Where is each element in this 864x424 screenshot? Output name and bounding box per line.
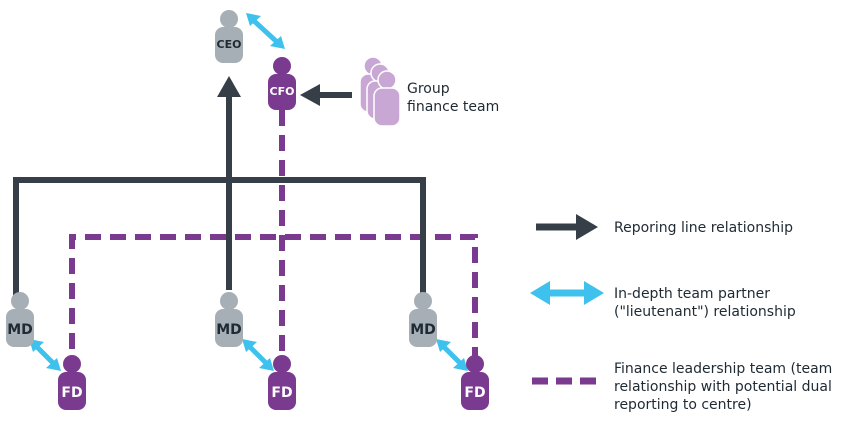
group-finance-label-line-2: finance team (407, 99, 500, 115)
group-finance-label-line-1: Group (407, 81, 450, 97)
fd-person-3: FD (461, 355, 489, 410)
partner-arrow-md3-fd3 (436, 339, 468, 371)
fd-label-1: FD (61, 385, 82, 401)
group-to-cfo-arrowhead (300, 84, 320, 106)
cfo-person: CFO (268, 57, 296, 110)
md-person-2: MD (215, 292, 243, 347)
legend-partner-line-1: In-depth team partner (614, 286, 770, 302)
legend-reporting-arrow (536, 214, 598, 240)
legend-partner-arrow (530, 281, 604, 305)
finance-dashed-lines (69, 110, 478, 374)
legend-finance-label: Finance leadership team (team relationsh… (614, 360, 832, 414)
legend-partner-label: In-depth team partner ("lieutenant") rel… (614, 285, 796, 321)
md-label-1: MD (7, 322, 33, 338)
fd-person-2: FD (268, 355, 296, 410)
md-label-3: MD (410, 322, 436, 338)
ceo-person: CEO (215, 10, 243, 63)
partner-arrow-ceo-cfo (246, 13, 285, 49)
legend-finance-line-2: relationship with potential dual (614, 379, 832, 395)
md-label-2: MD (216, 322, 242, 338)
partner-arrow-md1-fd1 (29, 339, 61, 371)
legend-reporting-label: Reporing line relationship (614, 220, 794, 236)
reporting-arrowhead-ceo (217, 76, 241, 97)
fd-label-3: FD (464, 385, 485, 401)
reporting-lines (13, 96, 426, 300)
md-person-1: MD (6, 292, 34, 347)
fd-person-1: FD (58, 355, 86, 410)
ceo-label: CEO (217, 38, 242, 51)
partner-arrows (29, 13, 468, 371)
cfo-label: CFO (270, 85, 295, 98)
reporting-horizontal (13, 177, 426, 300)
dashed-horizontal (69, 234, 478, 374)
group-finance-team-icon (359, 56, 401, 127)
legend-partner-line-2: ("lieutenant") relationship (614, 304, 796, 320)
legend-finance-line-1: Finance leadership team (team (614, 361, 833, 377)
fd-label-2: FD (271, 385, 292, 401)
legend-finance-line-3: reporting to centre) (614, 397, 752, 413)
md-person-3: MD (409, 292, 437, 347)
group-finance-team-label: Group finance team (407, 80, 499, 116)
partner-arrow-md2-fd2 (242, 339, 274, 371)
